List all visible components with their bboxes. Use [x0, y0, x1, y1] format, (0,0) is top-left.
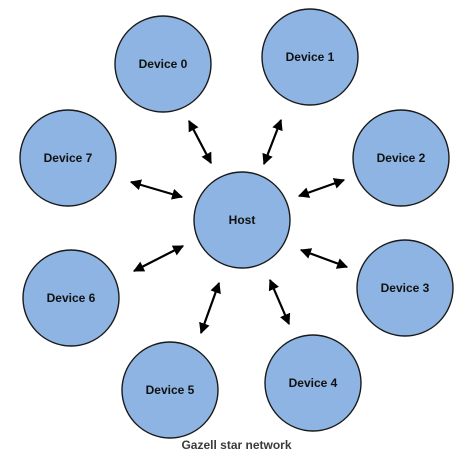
device-node-6: Device 6: [22, 249, 120, 347]
device-4-circle: [264, 334, 362, 432]
link-host-device-1: [262, 118, 283, 166]
device-2-circle: [352, 109, 450, 207]
device-7-circle: [19, 109, 117, 207]
diagram-caption: Gazell star network: [181, 438, 292, 452]
link-host-device-3: [299, 248, 349, 269]
device-7-label: Device 7: [44, 151, 93, 165]
link-host-device-7: [129, 179, 184, 200]
device-5-circle: [121, 341, 219, 439]
link-host-device-2: [297, 178, 346, 198]
link-host-device-0: [188, 120, 212, 164]
device-3-label: Device 3: [381, 281, 430, 295]
device-5-label: Device 5: [146, 383, 195, 397]
device-1-label: Device 1: [286, 50, 335, 64]
device-4-label: Device 4: [289, 376, 338, 390]
device-node-2: Device 2: [352, 109, 450, 207]
device-6-circle: [22, 249, 120, 347]
device-3-circle: [356, 239, 454, 337]
device-1-circle: [261, 8, 359, 106]
device-node-1: Device 1: [261, 8, 359, 106]
device-0-circle: [114, 15, 212, 113]
link-host-device-6: [133, 245, 184, 272]
device-6-label: Device 6: [47, 291, 96, 305]
link-host-device-5: [199, 281, 221, 335]
host-node: Host: [193, 171, 291, 269]
device-2-label: Device 2: [377, 151, 426, 165]
device-node-0: Device 0: [114, 15, 212, 113]
device-node-3: Device 3: [356, 239, 454, 337]
link-host-device-4: [268, 278, 291, 326]
link-group: [129, 118, 349, 335]
host-circle: [193, 171, 291, 269]
device-node-5: Device 5: [121, 341, 219, 439]
device-node-7: Device 7: [19, 109, 117, 207]
device-0-label: Device 0: [139, 57, 188, 71]
host-label: Host: [229, 213, 256, 227]
device-node-4: Device 4: [264, 334, 362, 432]
